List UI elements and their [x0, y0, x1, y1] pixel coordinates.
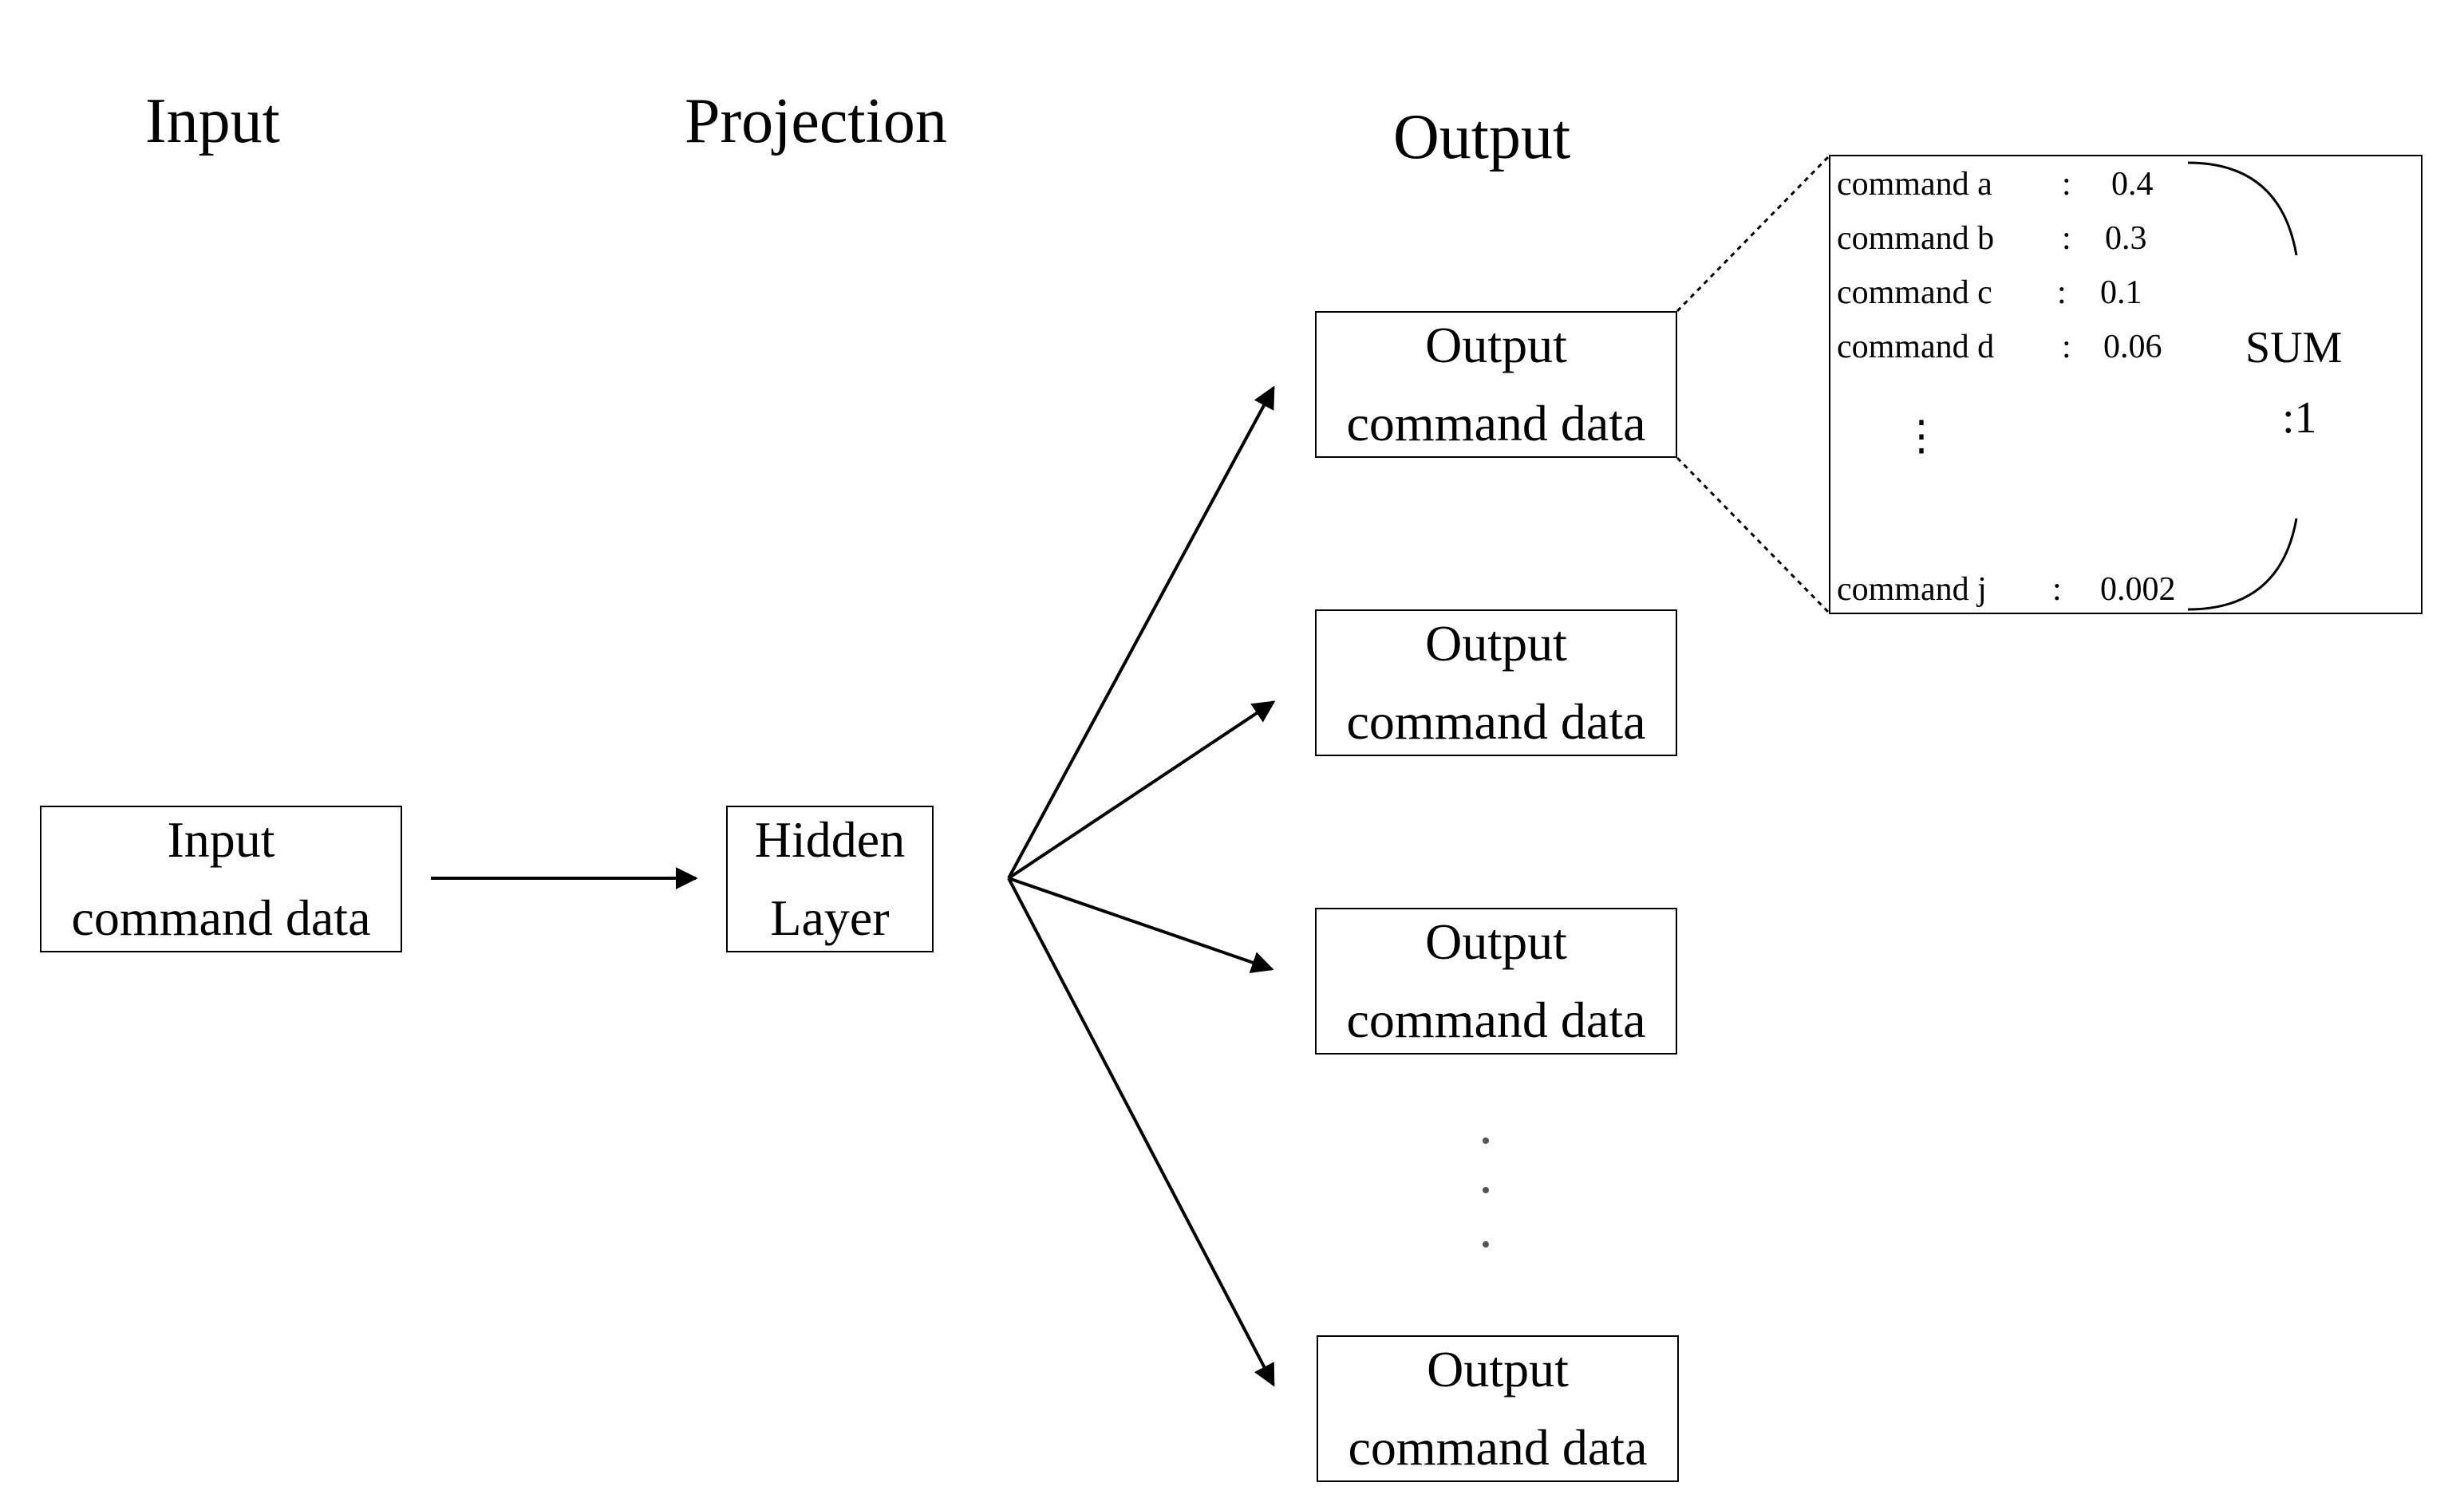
output-node-line1: Output — [1425, 913, 1567, 970]
sum-label: SUM — [2245, 323, 2343, 373]
command-label: command c — [1837, 274, 1992, 311]
separator: : — [2062, 220, 2071, 257]
command-label: command a — [1837, 166, 1992, 203]
hidden-to-output-4-arrow — [1007, 877, 1275, 1387]
hidden-layer-node: Hidden Layer — [726, 806, 934, 952]
input-heading: Input — [145, 86, 280, 156]
zoom-guide-top — [1676, 155, 1830, 313]
separator: : — [2052, 571, 2062, 608]
projection-heading: Projection — [685, 86, 947, 156]
hidden-to-output-1-arrow — [1007, 385, 1275, 879]
output-heading: Output — [1393, 102, 1571, 172]
ellipsis-dot — [1483, 1137, 1489, 1144]
separator: : — [2062, 166, 2071, 203]
output-node-4: Output command data — [1317, 1335, 1679, 1482]
sum-brace — [2187, 161, 2298, 611]
output-node-line1: Output — [1425, 317, 1567, 373]
separator: : — [2057, 274, 2067, 311]
input-node: Input command data — [40, 806, 402, 952]
probability-value: 0.4 — [2111, 166, 2154, 203]
command-label: command d — [1837, 329, 1995, 365]
input-node-line1: Input — [167, 811, 275, 868]
hidden-to-output-3-arrow — [1008, 877, 1274, 974]
output-node-line2: command data — [1346, 395, 1646, 451]
hidden-to-output-2-arrow — [1007, 700, 1276, 880]
output-node-line2: command data — [1346, 992, 1646, 1048]
command-label: command b — [1837, 220, 1995, 257]
zoom-guide-bottom — [1676, 456, 1830, 614]
output-node-line1: Output — [1427, 1341, 1569, 1398]
hidden-node-line1: Hidden — [754, 811, 906, 868]
separator: : — [2062, 329, 2071, 365]
command-label: command j — [1837, 571, 1987, 608]
sum-value: :1 — [2282, 393, 2317, 443]
ellipsis-dot — [1483, 1241, 1489, 1248]
output-node-2: Output command data — [1315, 609, 1677, 756]
ellipsis-dot — [1483, 1187, 1489, 1193]
output-node-line2: command data — [1348, 1419, 1648, 1476]
input-node-line2: command data — [71, 889, 371, 946]
output-node-line2: command data — [1346, 693, 1646, 750]
probability-detail-panel: command a : 0.4 command b : 0.3 command … — [1829, 155, 2423, 614]
probability-value: 0.3 — [2105, 220, 2147, 257]
sum-brace-bottom — [2187, 518, 2298, 611]
output-node-line1: Output — [1425, 615, 1567, 672]
output-node-1: Output command data — [1315, 311, 1677, 458]
probability-value: 0.002 — [2100, 571, 2176, 608]
hidden-node-line2: Layer — [770, 889, 890, 946]
probability-value: 0.06 — [2103, 329, 2162, 365]
rows-ellipsis: ⋮ — [1901, 414, 1942, 459]
sum-brace-top — [2187, 161, 2298, 256]
probability-value: 0.1 — [2100, 274, 2142, 311]
output-node-3: Output command data — [1315, 908, 1677, 1055]
